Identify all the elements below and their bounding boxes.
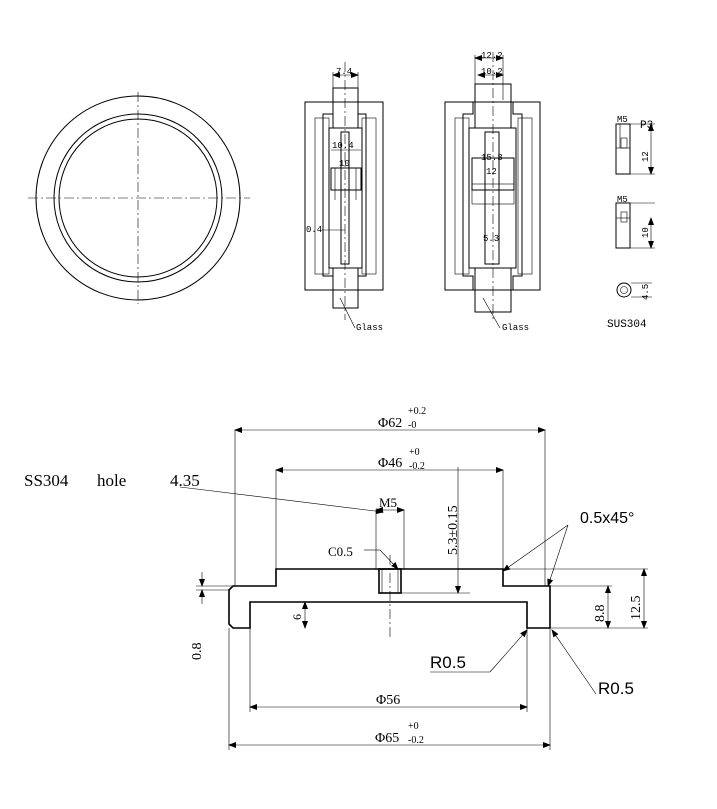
dim-d65: Φ65 — [375, 731, 399, 746]
dim-d46: Φ46 — [378, 456, 402, 471]
dim-left-04: 0.4 — [306, 225, 322, 235]
screw-head-dim: 4.5 — [641, 284, 651, 300]
section-right: 12.2 10.2 15.3 12 5.3 Glass — [444, 51, 541, 333]
screw2-len: 10 — [641, 227, 651, 238]
dim-d46-upper: +0 — [409, 447, 420, 458]
dim-depth: 5.3±0.15 — [446, 505, 461, 555]
screw-material: SUS304 — [607, 319, 647, 331]
dim-r05-b: R0.5 — [598, 679, 634, 698]
screw1-p3: P3 — [640, 120, 653, 132]
dim-d56: Φ56 — [376, 693, 400, 708]
dim-six: 6 — [290, 614, 304, 620]
dim-d62-upper: +0.2 — [408, 406, 426, 417]
dim-right-53: 5.3 — [483, 234, 499, 244]
dim-chamfer: 0.5x45° — [580, 510, 634, 527]
dim-h88: 8.8 — [593, 605, 608, 623]
glass-label-right: Glass — [502, 323, 529, 333]
screw-details: M5 P3 12 M5 10 4.5 SUS304 — [607, 115, 655, 331]
dim-h125: 12.5 — [629, 596, 644, 621]
screw1-m5: M5 — [617, 115, 628, 125]
dim-m5: M5 — [379, 495, 397, 510]
dim-zero8: 0.8 — [190, 643, 205, 661]
dim-c05: C0.5 — [328, 544, 353, 559]
dim-right-12: 12 — [486, 167, 497, 177]
main-section: Φ62 +0.2 -0 Φ46 +0 -0.2 SS304 hole 4.35 … — [24, 406, 648, 750]
dim-d62: Φ62 — [378, 416, 402, 431]
dim-right-w2: 10.2 — [481, 67, 503, 77]
ring-view — [28, 92, 250, 304]
dim-d46-lower: -0.2 — [409, 461, 425, 472]
dim-r05-a: R0.5 — [430, 653, 466, 672]
part-body-section — [228, 568, 551, 629]
screw1-len: 12 — [641, 151, 651, 162]
glass-label-left: Glass — [356, 323, 383, 333]
dim-d65-lower: -0.2 — [408, 735, 424, 746]
note-word: hole — [97, 471, 126, 490]
section-left: 7.4 10.4 10 0.4 Glass — [304, 62, 384, 333]
note-material: SS304 — [24, 471, 69, 490]
dim-left-width: 7.4 — [336, 67, 352, 77]
dim-left-inner: 10.4 — [332, 141, 354, 151]
dim-left-ten: 10 — [339, 159, 350, 169]
dim-d62-lower: -0 — [408, 420, 416, 431]
dim-d65-upper: +0 — [408, 721, 419, 732]
screw2-m5: M5 — [617, 195, 628, 205]
note-value: 4.35 — [170, 471, 200, 490]
dim-right-w1: 12.2 — [481, 51, 503, 61]
dim-right-153: 15.3 — [481, 153, 503, 163]
